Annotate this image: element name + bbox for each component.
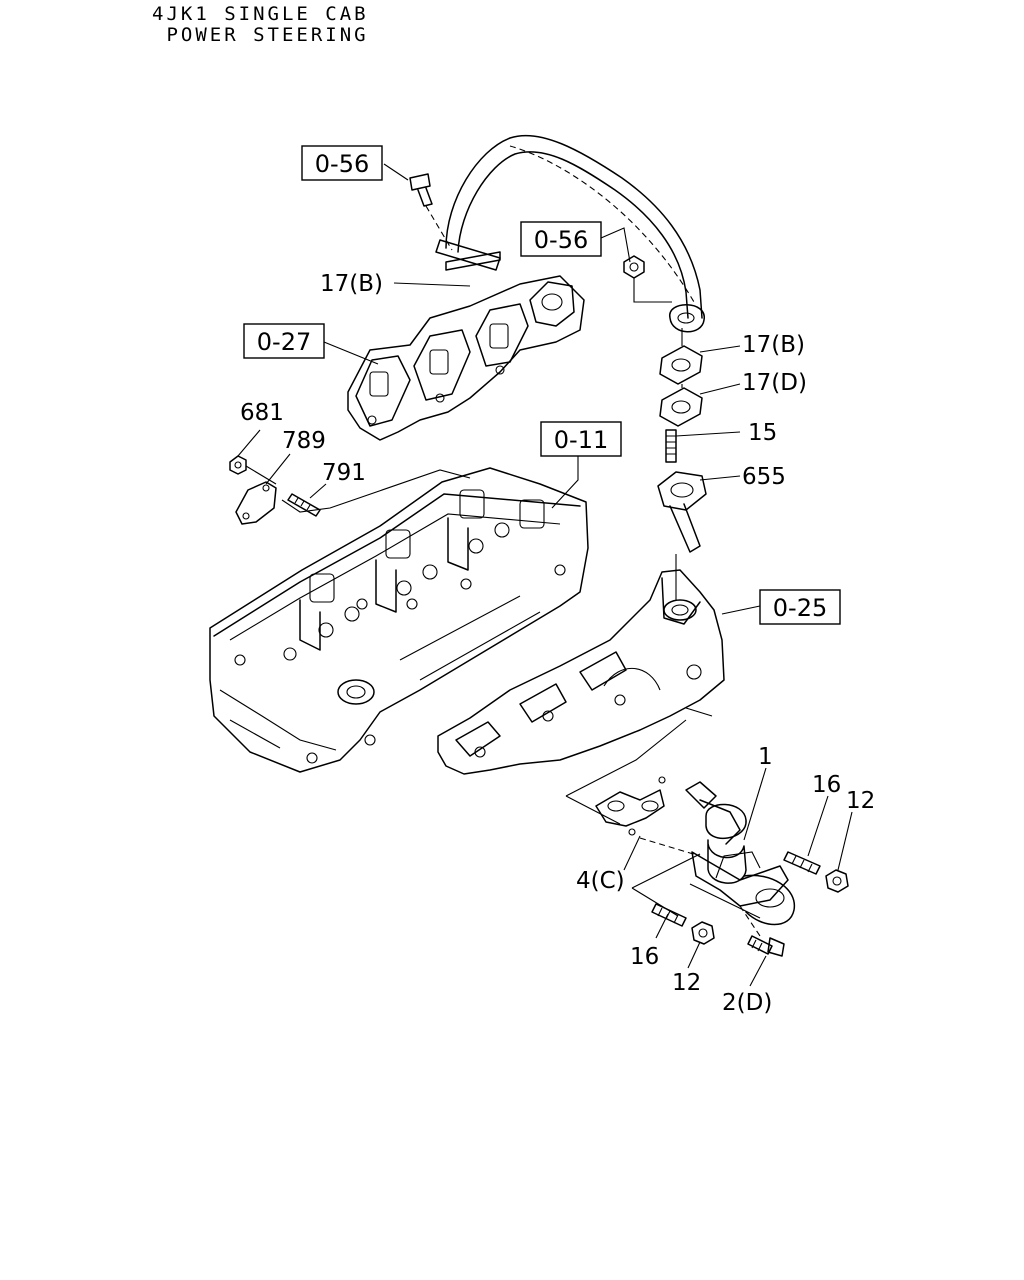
ref-box-0-56-mid[interactable]: 0-56 <box>520 221 602 257</box>
ref-0-25-label: 0-25 <box>773 594 827 622</box>
ref-box-0-27[interactable]: 0-27 <box>243 323 325 359</box>
stud-16-lower <box>651 903 687 927</box>
egr-valve <box>685 781 795 926</box>
callout-17b-left: 17(B) <box>320 271 383 297</box>
stud-15 <box>665 429 677 463</box>
ref-0-27-label: 0-27 <box>257 328 311 356</box>
ref-box-0-11[interactable]: 0-11 <box>540 421 622 457</box>
callout-17d: 17(D) <box>742 370 807 396</box>
callout-16-lower: 16 <box>630 944 659 970</box>
leader-lines <box>237 163 853 987</box>
callout-1: 1 <box>758 744 773 770</box>
egr-pipe <box>435 134 705 333</box>
intake-manifold <box>437 569 725 775</box>
nut-12-lower <box>691 921 715 945</box>
exhaust-manifold <box>347 275 585 441</box>
callout-681: 681 <box>240 400 284 426</box>
cylinder-head <box>209 467 589 773</box>
diagram-title-line1: 4JK1 SINGLE CAB <box>152 3 369 25</box>
callout-15: 15 <box>748 420 777 446</box>
callout-12-right: 12 <box>846 788 875 814</box>
gasket-17b-right <box>659 345 703 385</box>
gasket-17d <box>659 387 703 427</box>
nut-681 <box>229 455 247 475</box>
callout-17b-right: 17(B) <box>742 332 805 358</box>
egr-adapter-655 <box>657 471 707 553</box>
ref-0-56-mid-label: 0-56 <box>534 226 588 254</box>
stud-16-right <box>783 851 821 875</box>
callout-655: 655 <box>742 464 786 490</box>
bolt-2d <box>747 935 785 957</box>
ref-0-56-top-label: 0-56 <box>315 150 369 178</box>
callout-4c: 4(C) <box>576 868 625 894</box>
gasket-4c <box>595 776 666 836</box>
pipe-bolt <box>409 173 453 251</box>
ref-box-0-25[interactable]: 0-25 <box>759 589 841 625</box>
diagram-title-line2: POWER STEERING <box>152 24 369 46</box>
ref-0-11-label: 0-11 <box>554 426 608 454</box>
callout-2d: 2(D) <box>722 990 772 1016</box>
nut-12-right <box>825 869 849 893</box>
callout-16-right: 16 <box>812 772 841 798</box>
stud-791 <box>287 493 321 517</box>
callout-12-lower: 12 <box>672 970 701 996</box>
plate-789 <box>235 481 277 525</box>
pipe-nut <box>623 255 672 303</box>
callout-791: 791 <box>322 460 366 486</box>
callout-789: 789 <box>282 428 326 454</box>
ref-box-0-56-top[interactable]: 0-56 <box>301 145 383 181</box>
